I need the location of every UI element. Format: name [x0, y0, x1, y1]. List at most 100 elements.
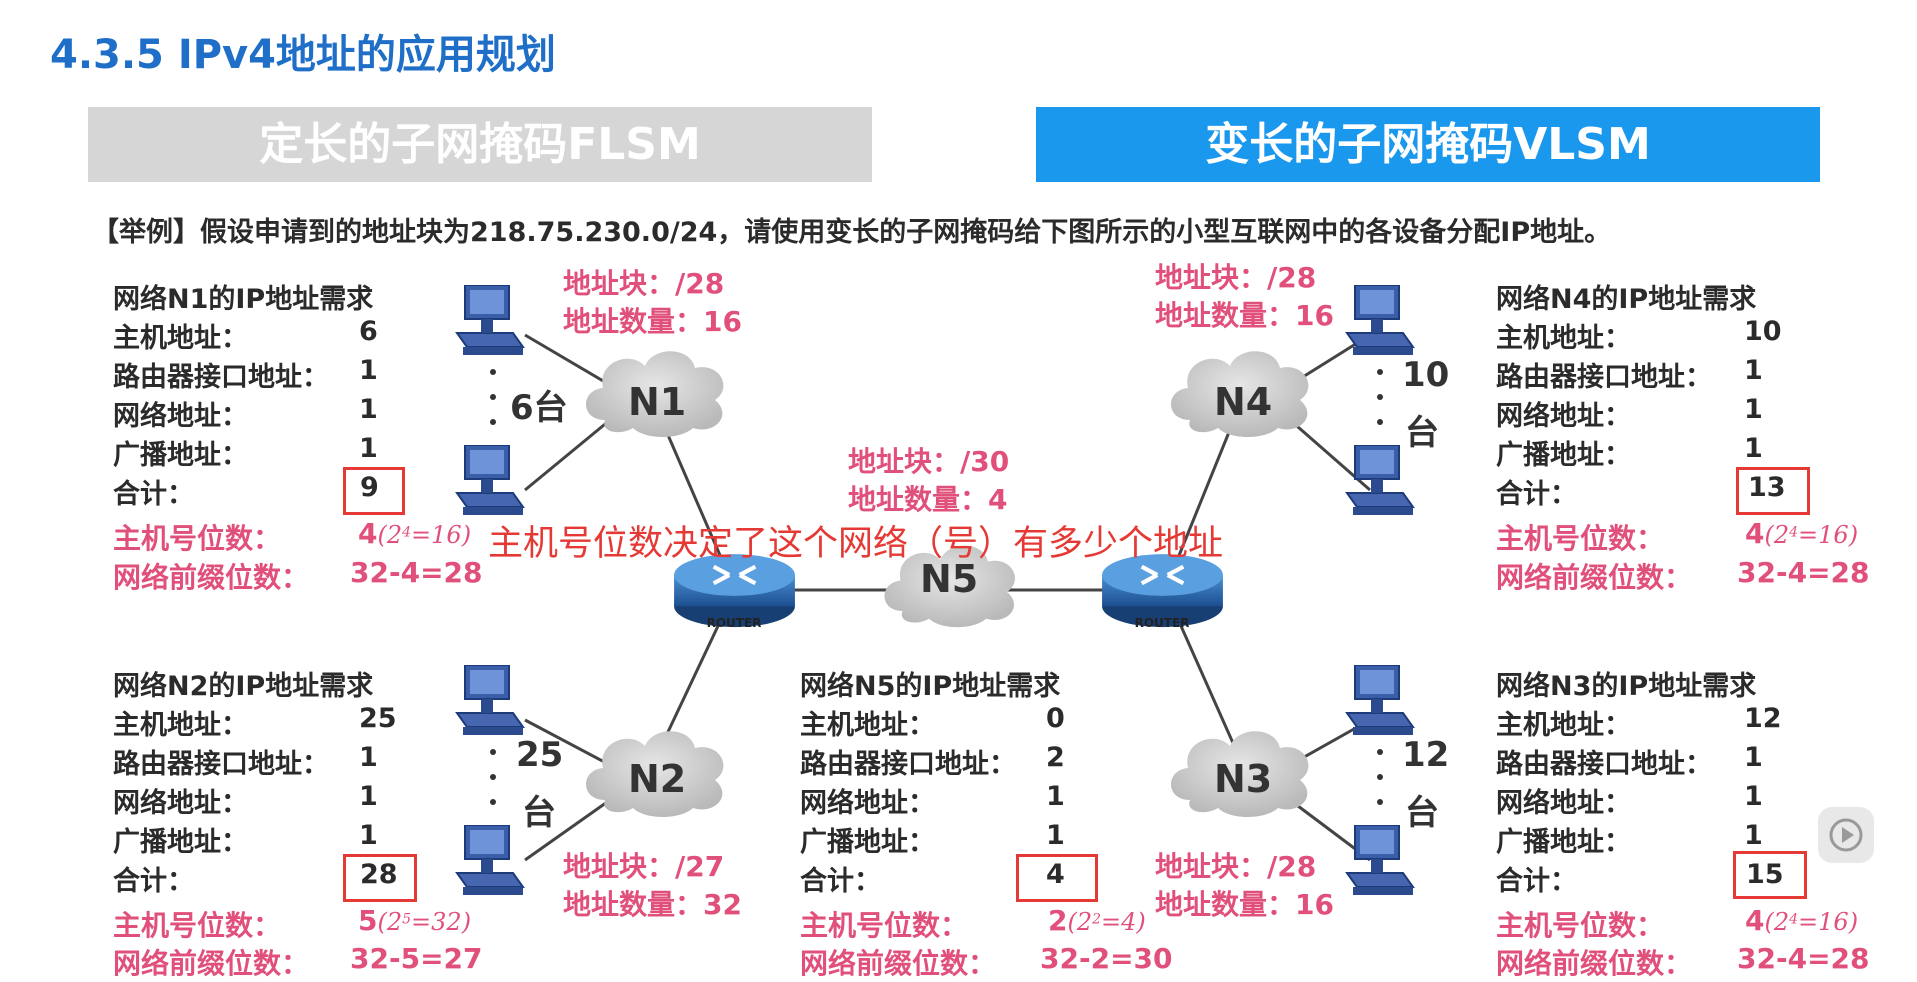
n5-total-box: [1016, 854, 1098, 902]
cloud-label-n4: N4: [1214, 380, 1273, 424]
n2-broadcast-value: 1: [359, 820, 378, 851]
n5-router-value: 2: [1046, 742, 1065, 773]
n3-router-value: 1: [1744, 742, 1763, 773]
n2-host-bits: 5: [358, 904, 378, 937]
n2-total-box: [343, 854, 417, 902]
n1-total-value: 9: [360, 472, 379, 503]
n3-pow-base: (2: [1764, 908, 1790, 936]
n4-broadcast-value: 1: [1744, 433, 1763, 464]
computer-icon: [1346, 665, 1414, 736]
computer-icon: [456, 825, 524, 896]
n1-router-value: 1: [359, 355, 378, 386]
n2-broadcast-label: 广播地址：: [113, 827, 248, 858]
n4-block: 地址块：/28: [1155, 261, 1317, 294]
n1-pow-base: (2: [377, 521, 403, 549]
cloud-label-n2: N2: [628, 757, 687, 801]
play-button[interactable]: [1818, 807, 1874, 863]
n2-prefix-label: 网络前缀位数：: [113, 947, 310, 980]
n1-heading: 网络N1的IP地址需求: [113, 284, 374, 315]
n2-network-value: 1: [359, 781, 378, 812]
router-left-label: ROUTER: [707, 616, 762, 630]
n1-network-label: 网络地址：: [113, 401, 248, 432]
n4-router-label: 路由器接口地址：: [1496, 362, 1712, 393]
computer-icon: [456, 445, 524, 516]
n1-prefix: 32-4=28: [350, 556, 483, 589]
n2-total-value: 28: [360, 859, 398, 890]
n5-total-value: 4: [1046, 859, 1065, 890]
computer-icon: [456, 285, 524, 356]
n3-count: 地址数量：16: [1155, 888, 1334, 921]
n3-network-label: 网络地址：: [1496, 788, 1631, 819]
n3-total-value: 15: [1746, 859, 1784, 890]
ellipsis-dots: [490, 369, 1383, 805]
n1-host-bits: 4: [358, 517, 378, 550]
n2-block: 地址块：/27: [563, 850, 725, 883]
n1-host-bits-label: 主机号位数：: [113, 522, 282, 555]
n3-total-box: [1733, 851, 1807, 899]
annotation-text: 主机号位数决定了这个网络（号）有多少个地址: [488, 524, 1224, 564]
n2-pow-exp: 5: [402, 911, 412, 928]
n4-heading: 网络N4的IP地址需求: [1496, 284, 1757, 315]
n1-device-count: 6台: [510, 388, 568, 428]
n5-total-label: 合计：: [800, 866, 881, 897]
n3-device-unit: 台: [1405, 793, 1439, 833]
n2-count: 地址数量：32: [563, 888, 742, 921]
n3-heading: 网络N3的IP地址需求: [1496, 671, 1757, 702]
n2-host-value: 25: [359, 703, 397, 734]
n4-pow-rest: =16): [1798, 521, 1859, 549]
n2-router-label: 路由器接口地址：: [113, 749, 329, 780]
n1-count: 地址数量：16: [563, 305, 742, 338]
n4-pow-base: (2: [1764, 521, 1790, 549]
computer-icon: [1346, 825, 1414, 896]
n2-host-bits-label: 主机号位数：: [113, 909, 282, 942]
n3-pow-rest: =16): [1798, 908, 1859, 936]
n5-block: 地址块：/30: [848, 445, 1010, 478]
cloud-label-n5: N5: [920, 557, 979, 601]
n5-host-value: 0: [1046, 703, 1065, 734]
n5-network-label: 网络地址：: [800, 788, 935, 819]
n4-host-label: 主机地址：: [1496, 323, 1631, 354]
page-title: 4.3.5 IPv4地址的应用规划: [50, 32, 556, 78]
n2-heading: 网络N2的IP地址需求: [113, 671, 374, 702]
n3-broadcast-value: 1: [1744, 820, 1763, 851]
n2-device-count: 25: [516, 735, 564, 775]
n2-host-label: 主机地址：: [113, 710, 248, 741]
n4-prefix: 32-4=28: [1737, 556, 1870, 589]
n1-host-value: 6: [359, 316, 378, 347]
n1-network-value: 1: [359, 394, 378, 425]
computer-icon: [1346, 445, 1414, 516]
tab-vlsm[interactable]: 变长的子网掩码VLSM: [1036, 107, 1820, 182]
n4-total-box: [1736, 467, 1810, 515]
n5-pow-exp: 2: [1092, 911, 1102, 928]
computer-icon: [1346, 285, 1414, 356]
n3-network-value: 1: [1744, 781, 1763, 812]
n4-prefix-label: 网络前缀位数：: [1496, 561, 1693, 594]
n4-host-bits-label: 主机号位数：: [1496, 522, 1665, 555]
router-right-label: ROUTER: [1135, 616, 1190, 630]
n5-heading: 网络N5的IP地址需求: [800, 671, 1061, 702]
n5-host-bits-label: 主机号位数：: [800, 909, 969, 942]
n1-prefix-label: 网络前缀位数：: [113, 561, 310, 594]
example-text: 【举例】假设申请到的地址块为218.75.230.0/24，请使用变长的子网掩码…: [92, 217, 1612, 248]
n5-network-value: 1: [1046, 781, 1065, 812]
tab-flsm[interactable]: 定长的子网掩码FLSM: [88, 107, 872, 182]
n3-prefix: 32-4=28: [1737, 942, 1870, 975]
n5-pow-rest: =4): [1101, 908, 1146, 936]
n5-host-label: 主机地址：: [800, 710, 935, 741]
n3-pow-exp: 4: [1789, 911, 1799, 928]
play-icon: [1829, 818, 1863, 852]
n4-host-value: 10: [1744, 316, 1782, 347]
computer-icon: [456, 665, 524, 736]
n3-block: 地址块：/28: [1155, 850, 1317, 883]
n2-network-label: 网络地址：: [113, 788, 248, 819]
n2-pow-base: (2: [377, 908, 403, 936]
n5-pow-base: (2: [1067, 908, 1093, 936]
n1-total-box: [343, 467, 405, 515]
n2-total-label: 合计：: [113, 866, 194, 897]
n3-prefix-label: 网络前缀位数：: [1496, 947, 1693, 980]
n4-network-label: 网络地址：: [1496, 401, 1631, 432]
n4-total-label: 合计：: [1496, 479, 1577, 510]
n3-device-count: 12: [1402, 735, 1450, 775]
n5-broadcast-value: 1: [1046, 820, 1065, 851]
